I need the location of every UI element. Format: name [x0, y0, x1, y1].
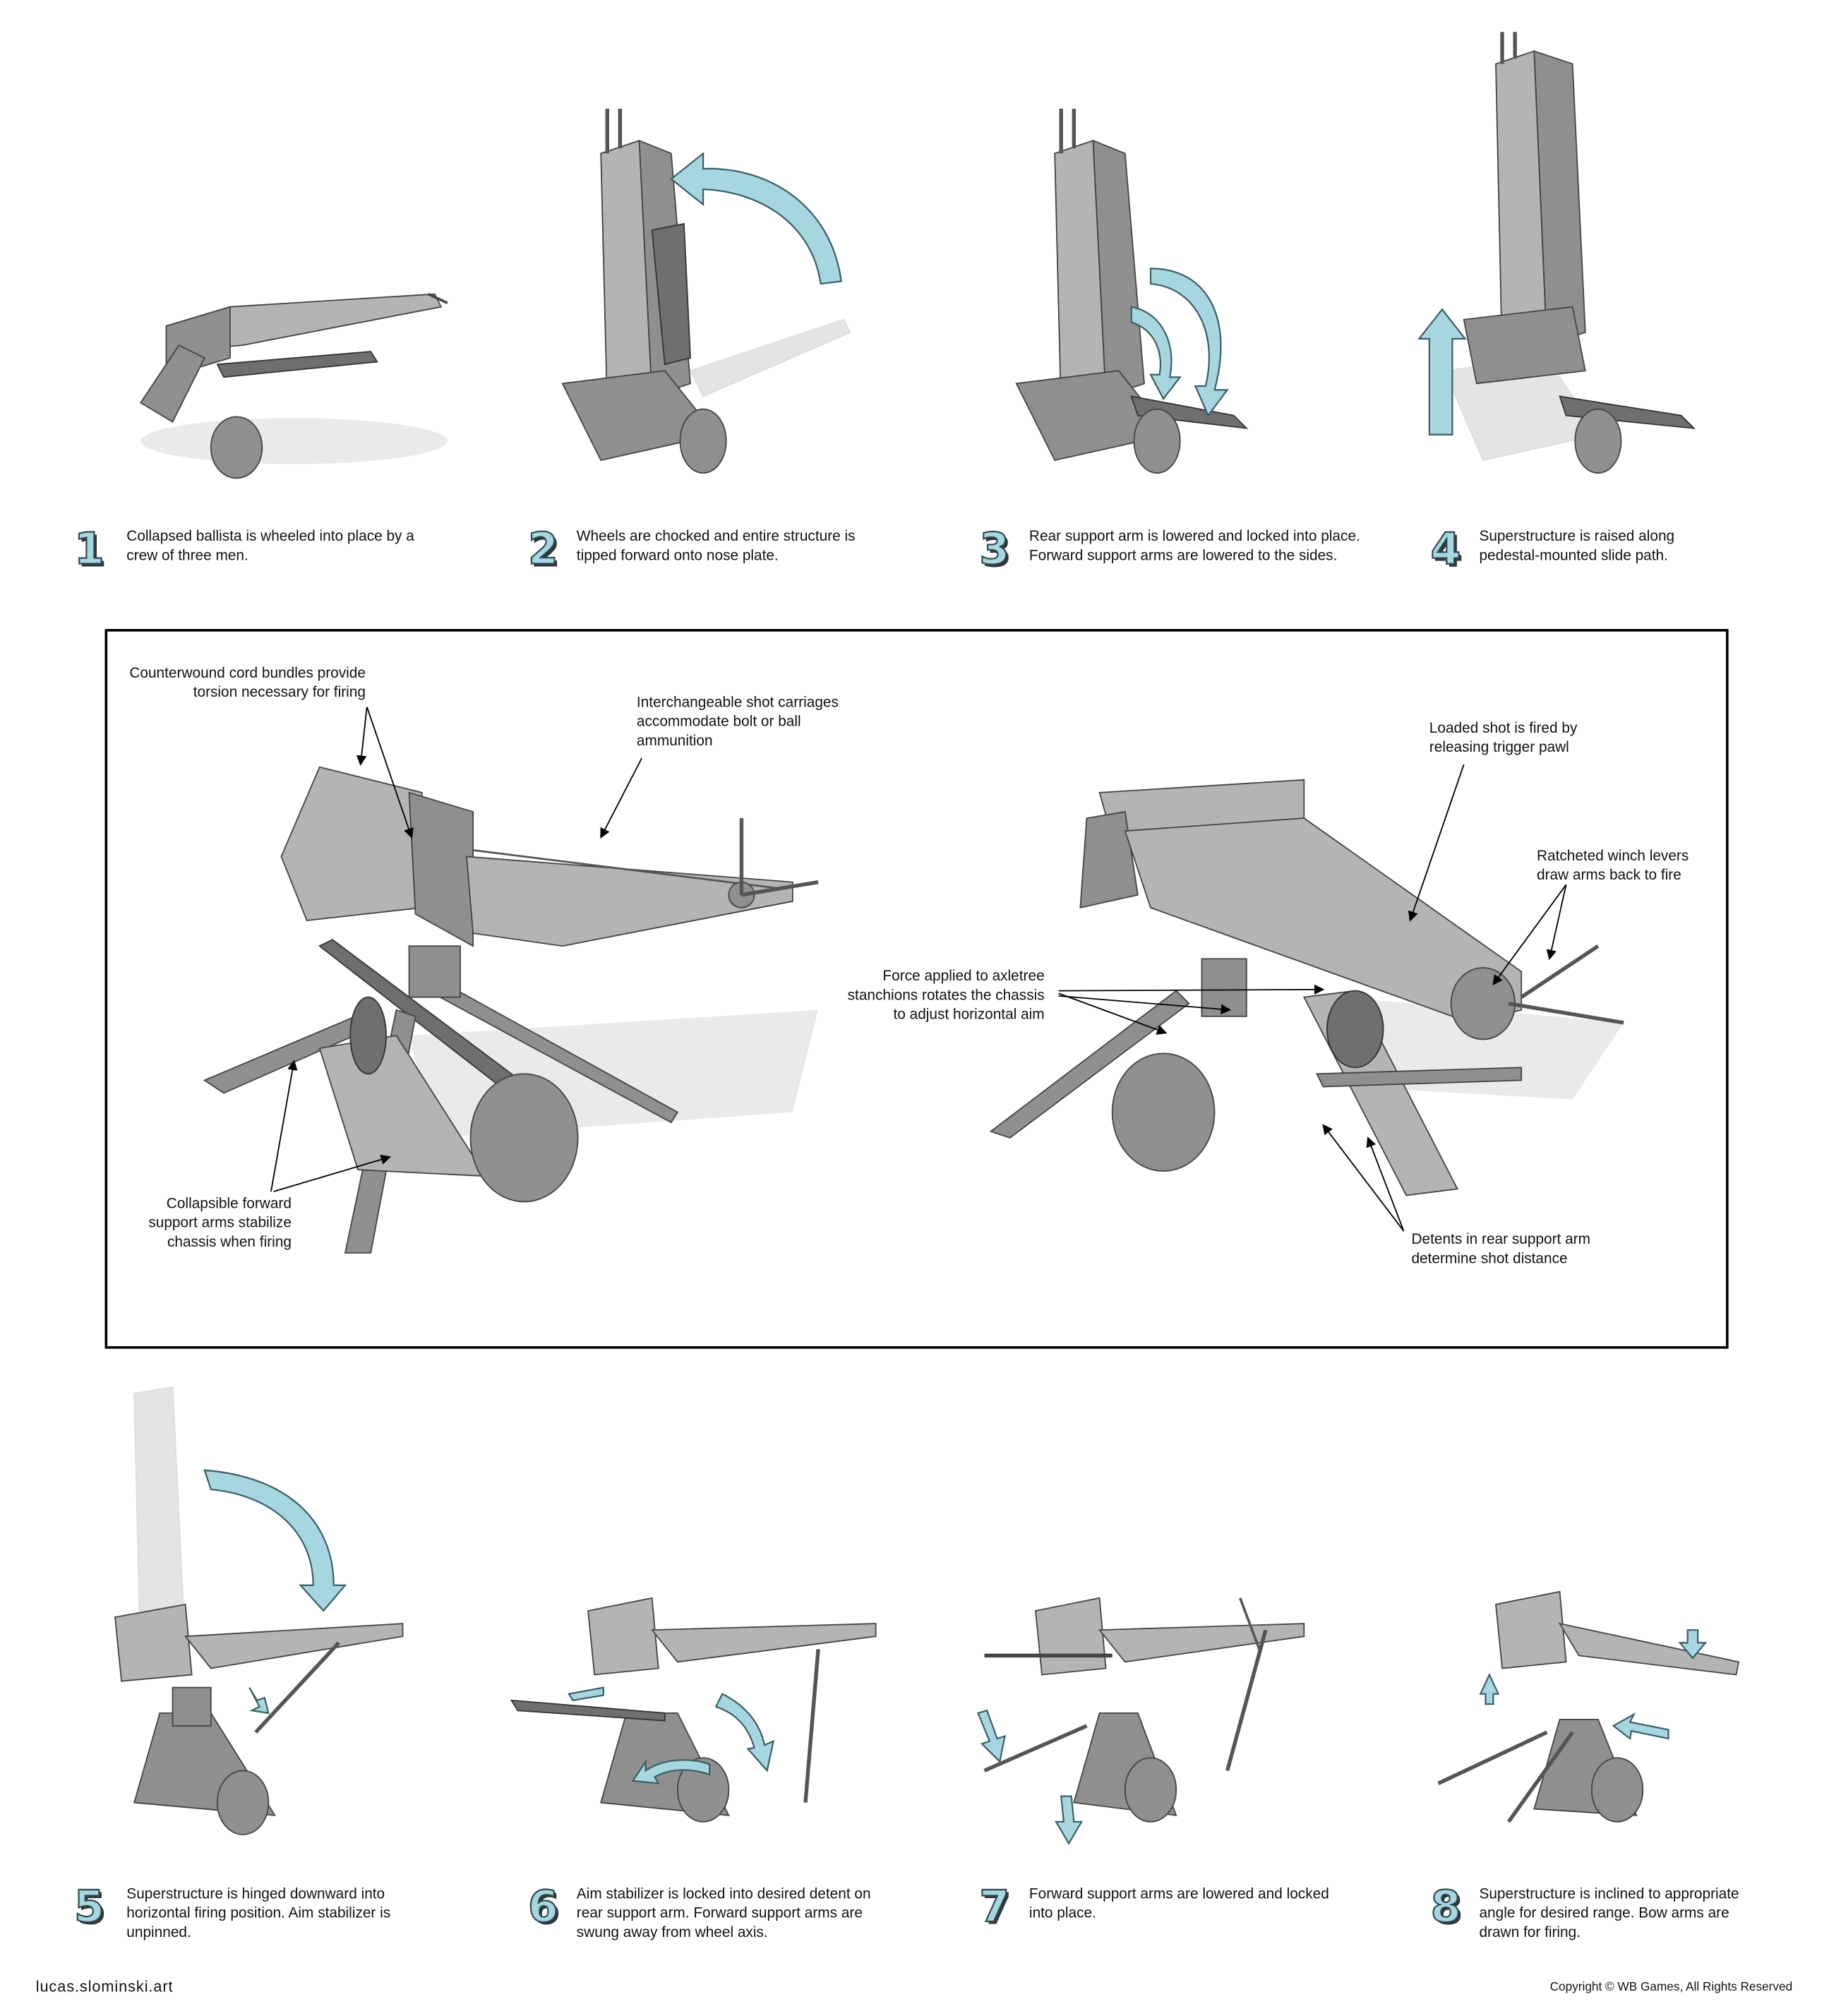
step-number: 1	[73, 524, 105, 575]
annotation-axletree: Force applied to axletree stanchions rot…	[847, 968, 1045, 1023]
annotation-leader-lines	[270, 707, 1567, 1232]
step-text: Wheels are chocked and entire structure …	[576, 529, 856, 564]
step-text: Superstructure is inclined to appropriat…	[1479, 1887, 1739, 1941]
annotation-cord-bundles: Counterwound cord bundles provide torsio…	[129, 666, 366, 701]
step-text: Superstructure is raised along pedestal-…	[1479, 529, 1675, 564]
step-5-illustration	[114, 1386, 404, 1835]
step-text: Superstructure is hinged downward into h…	[126, 1887, 391, 1941]
step-number: 2	[527, 524, 559, 575]
copyright-notice: Copyright © WB Games, All Rights Reserve…	[1549, 1980, 1793, 1995]
annotation-winch: Ratcheted winch levers draw arms back to…	[1536, 848, 1689, 884]
step-1-illustration	[139, 292, 448, 479]
raise-arrow-icon	[1417, 308, 1467, 436]
step-number: 6	[527, 1881, 559, 1933]
step-number: 5	[73, 1881, 105, 1933]
step-number: 4	[1430, 524, 1462, 575]
detail-panel	[104, 629, 1729, 1349]
step-7-illustration	[977, 1597, 1305, 1845]
lower-arms-arrow-icon	[977, 1709, 1006, 1763]
step-number: 3	[978, 524, 1010, 575]
deployed-ballista-rear-view	[989, 779, 1624, 1196]
artist-credit: lucas.slominski.art	[35, 1977, 174, 1996]
hinge-down-arrow-icon	[203, 1469, 347, 1612]
annotation-detents: Detents in rear support arm determine sh…	[1411, 1232, 1590, 1267]
annotation-shot-carriages: Interchangeable shot carriages accommoda…	[636, 695, 839, 750]
step-4-illustration	[1417, 32, 1696, 474]
step-2-illustration	[561, 108, 851, 474]
step-text: Collapsed ballista is wheeled into place…	[126, 529, 414, 564]
step-8-illustration	[1437, 1590, 1740, 1823]
incline-arrow-icon	[1479, 1672, 1500, 1705]
step-text: Forward support arms are lowered and loc…	[1029, 1887, 1329, 1922]
step-3-illustration	[1015, 108, 1249, 474]
annotation-trigger: Loaded shot is fired by releasing trigge…	[1429, 721, 1578, 756]
step-text: Rear support arm is lowered and locked i…	[1029, 529, 1360, 564]
deployed-ballista-front-view	[203, 766, 819, 1254]
step-text: Aim stabilizer is locked into desired de…	[576, 1887, 871, 1941]
lower-arrow-icon	[1149, 268, 1229, 417]
rotate-arrow-icon	[670, 152, 842, 285]
step-number: 7	[978, 1881, 1010, 1933]
step-number: 8	[1430, 1881, 1462, 1933]
annotation-forward-arms: Collapsible forward support arms stabili…	[148, 1196, 292, 1251]
swing-arrow-icon	[714, 1693, 775, 1772]
step-6-illustration	[510, 1597, 877, 1823]
